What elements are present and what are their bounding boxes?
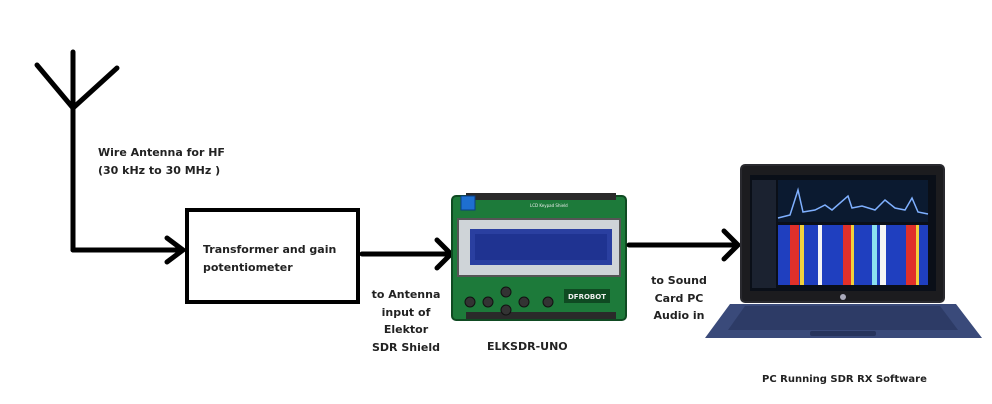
antenna-label-line1: Wire Antenna for HF: [98, 146, 225, 159]
transformer-to-board-arrow: [359, 237, 455, 271]
sound-card-line3: Audio in: [653, 309, 705, 323]
transformer-box: [185, 208, 360, 304]
sound-card-label: to Sound Card PC Audio in: [640, 272, 718, 325]
antenna-input-label: to Antenna input of Elektor SDR Shield: [362, 286, 450, 356]
transformer-label-line2: potentiometer: [203, 260, 293, 274]
sound-card-line2: Card PC: [654, 291, 704, 305]
antenna-input-line1: to Antenna: [371, 288, 441, 301]
board-to-pc-arrow: [626, 228, 742, 262]
transformer-label: Transformer and gain potentiometer: [203, 241, 336, 276]
board-shield-title: LCD Keypad Shield: [530, 203, 568, 208]
antenna-to-transformer-arrow: [70, 235, 188, 265]
laptop-icon: [705, 164, 982, 338]
antenna-input-line3: Elektor: [383, 323, 429, 337]
board-brand: DFROBOT: [568, 293, 606, 301]
antenna-label-line2: (30 kHz to 30 MHz ): [98, 163, 221, 177]
elksdr-uno-board: [451, 193, 627, 321]
sound-card-line1: to Sound: [651, 274, 707, 287]
antenna-icon: [34, 49, 120, 253]
antenna-input-line4: SDR Shield: [372, 340, 440, 354]
transformer-label-line1: Transformer and gain: [203, 243, 337, 256]
antenna-input-line2: input of: [381, 305, 431, 319]
antenna-label: Wire Antenna for HF (30 kHz to 30 MHz ): [98, 144, 225, 179]
pc-label: PC Running SDR RX Software: [762, 374, 927, 385]
board-label: ELKSDR-UNO: [487, 340, 568, 353]
